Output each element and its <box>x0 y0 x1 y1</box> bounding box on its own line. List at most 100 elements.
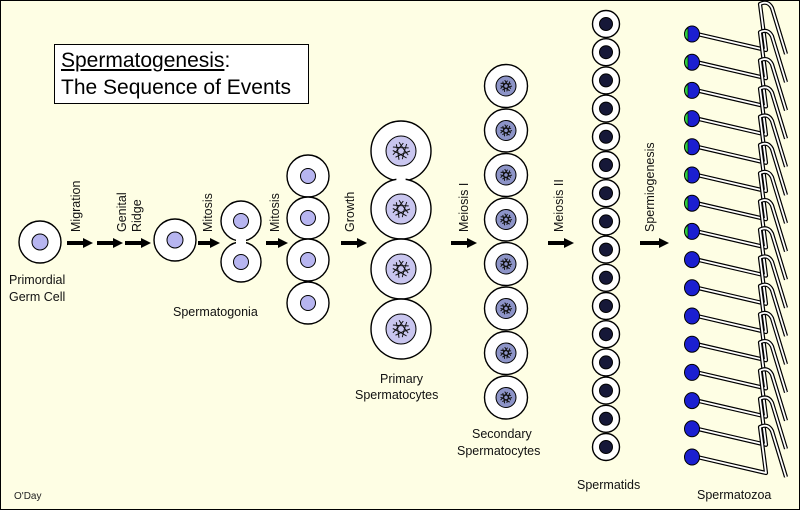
nucleus <box>599 411 613 426</box>
flagellum <box>696 368 787 421</box>
title-colon: : <box>224 49 231 72</box>
nucleus <box>599 355 613 370</box>
nucleus <box>495 75 517 97</box>
flagellum <box>696 199 787 252</box>
flagellum <box>696 255 787 309</box>
flagellum <box>696 424 787 478</box>
spermatozoon <box>684 28 789 83</box>
chromatin <box>500 391 513 404</box>
nucleus <box>599 440 613 454</box>
nucleus <box>599 214 613 229</box>
spermatozoon <box>684 85 789 140</box>
nucleus <box>300 252 316 268</box>
nucleus <box>599 17 613 31</box>
spermatogonium-cell <box>153 218 197 262</box>
acrosome <box>684 27 689 41</box>
label-genital: Genital <box>115 192 129 232</box>
nucleus <box>599 158 613 172</box>
sperm-head <box>684 448 700 466</box>
flagellum <box>696 170 787 224</box>
sperm-head <box>684 363 700 381</box>
nucleus <box>599 242 613 257</box>
label-primary-2: Spermatocytes <box>355 388 438 402</box>
nucleus <box>300 210 316 226</box>
flagellum <box>696 58 787 111</box>
nucleus <box>599 186 613 201</box>
nucleus <box>300 295 316 311</box>
spermatozoon <box>684 423 789 478</box>
nucleus <box>599 45 613 60</box>
nucleus <box>599 73 613 88</box>
spermatogonia-chain <box>286 154 330 325</box>
flagellum <box>696 311 787 365</box>
flagellum <box>696 114 787 168</box>
label-spermatids: Spermatids <box>577 478 640 492</box>
chromatin <box>392 319 411 338</box>
chromatin <box>392 259 411 278</box>
nucleus <box>385 253 417 285</box>
nucleus <box>495 387 517 408</box>
chromatin <box>500 79 513 92</box>
chromatin <box>500 346 513 359</box>
credit-text: O'Day <box>14 491 42 502</box>
nucleus <box>385 135 417 167</box>
primordial-germ-cell <box>18 220 62 264</box>
spermatids-chain <box>591 9 621 462</box>
title-line-1: Spermatogenesis: <box>61 47 302 74</box>
nucleus <box>385 193 417 225</box>
label-primary-1: Primary <box>380 372 424 386</box>
label-primordial-1: Primordial <box>9 273 65 287</box>
flagellum <box>696 283 787 337</box>
flagellum <box>696 29 787 83</box>
label-primordial-2: Germ Cell <box>9 290 65 304</box>
sperm-head <box>684 307 700 325</box>
nucleus <box>599 299 613 313</box>
flagellum <box>696 142 787 196</box>
label-spermatogonia: Spermatogonia <box>173 305 258 319</box>
spermatozoon <box>684 395 789 450</box>
sperm-head <box>684 279 700 297</box>
acrosome <box>684 112 689 126</box>
acrosome <box>684 224 689 238</box>
nucleus <box>495 164 517 186</box>
spermatozoon <box>684 282 789 337</box>
spermatozoon <box>684 56 789 112</box>
flagellum <box>696 1 787 55</box>
sperm-head <box>684 420 700 438</box>
title-subtitle: The Sequence of Events <box>61 76 291 99</box>
label-mitosis-1: Mitosis <box>201 193 215 232</box>
spermatozoon <box>684 197 789 253</box>
label-spermatozoa: Spermatozoa <box>697 488 771 502</box>
chromatin <box>500 213 513 226</box>
acrosome <box>684 83 689 97</box>
label-meiosis-1: Meiosis I <box>457 183 471 232</box>
flagellum <box>696 340 787 393</box>
primary-spermatocytes-chain <box>370 120 432 360</box>
flagellum <box>696 86 787 139</box>
nucleus <box>495 342 517 364</box>
title-box: Spermatogenesis: The Sequence of Events <box>54 44 309 104</box>
acrosome <box>684 168 689 182</box>
flagellum <box>696 396 787 450</box>
primary-spermatocyte-junction <box>396 176 406 184</box>
label-secondary-1: Secondary <box>472 427 533 441</box>
nucleus <box>300 168 316 184</box>
nucleus <box>599 383 613 398</box>
spermatozoon <box>684 254 789 309</box>
spermatogonia-pair <box>220 200 262 283</box>
sperm-head <box>684 335 700 353</box>
spermatozoa-group <box>684 0 789 478</box>
label-migration: Migration <box>69 181 83 232</box>
chromatin <box>500 168 513 181</box>
spermatozoon <box>684 226 789 281</box>
title-main: Spermatogenesis <box>61 49 225 72</box>
nucleus <box>599 327 613 342</box>
sperm-head <box>684 392 700 410</box>
label-secondary-2: Spermatocytes <box>457 444 540 458</box>
flagellum <box>696 227 787 280</box>
nucleus <box>385 313 417 345</box>
spermatozoon <box>684 310 789 365</box>
nucleus <box>495 209 517 230</box>
